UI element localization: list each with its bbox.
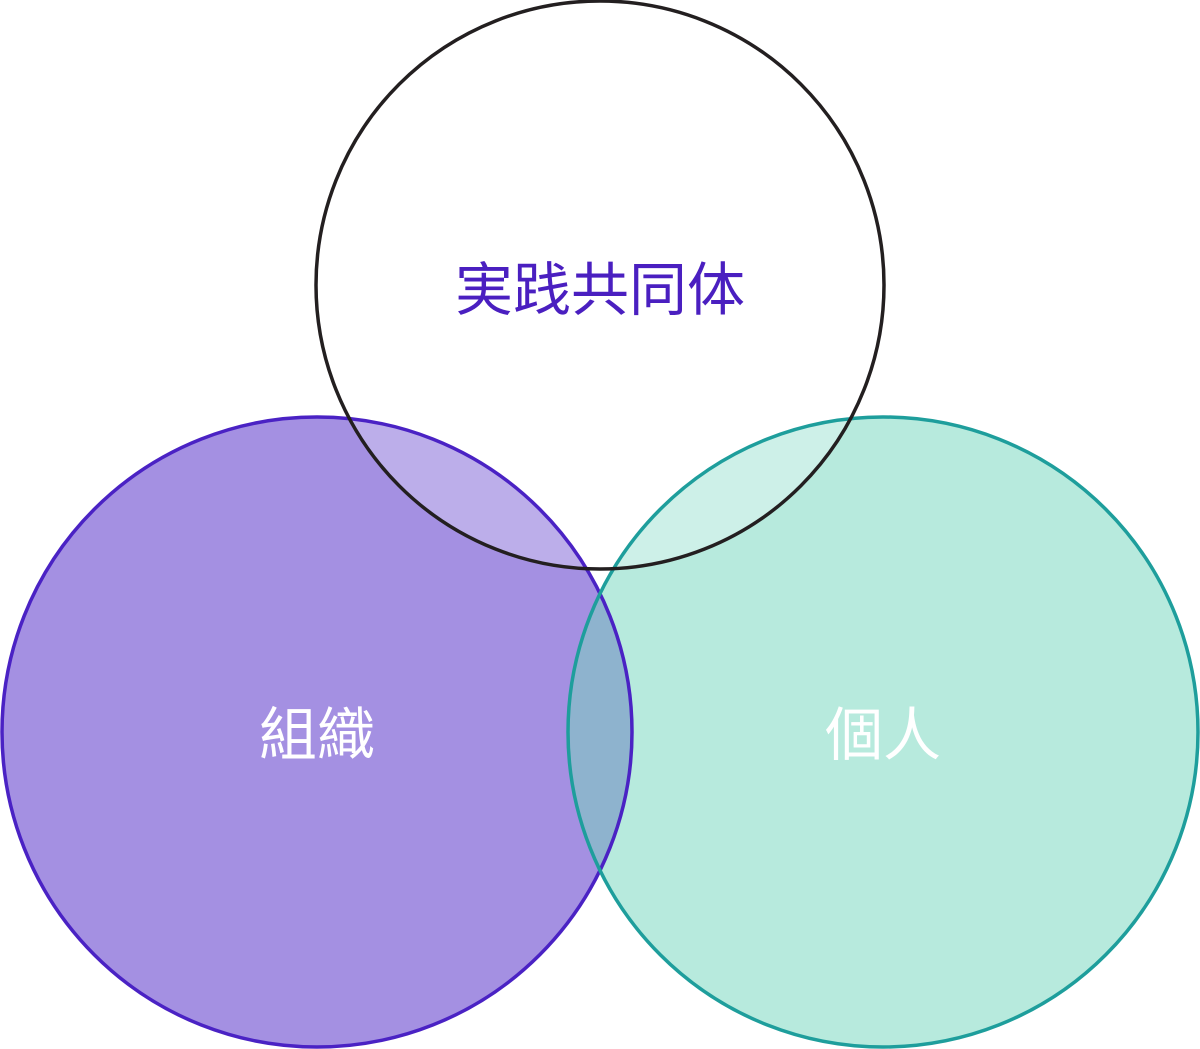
community-label: 実践共同体 (455, 256, 745, 324)
individual-circle-outline (566, 415, 1200, 1049)
organization-circle (2, 417, 632, 1047)
organization-circle-outline (0, 415, 634, 1049)
individual-circle (568, 417, 1198, 1047)
community-circle-outline (314, 0, 886, 571)
individual-label: 個人 (825, 701, 941, 769)
organization-label: 組織 (259, 701, 375, 769)
